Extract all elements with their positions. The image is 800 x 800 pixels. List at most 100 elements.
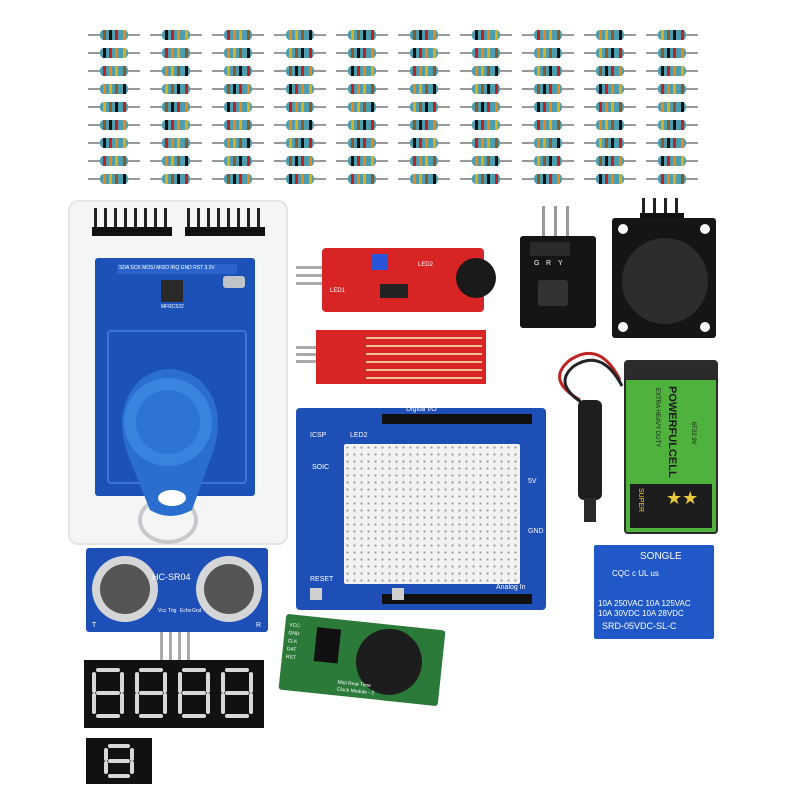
resistor xyxy=(336,154,388,168)
resistor xyxy=(460,64,512,78)
resistor xyxy=(274,172,326,186)
header-pin xyxy=(104,208,107,228)
relay-songle: SONGLE CQC c UL us 10A 250VAC 10A 125VAC… xyxy=(594,545,714,639)
resistor xyxy=(88,46,140,60)
header-pin xyxy=(114,208,117,228)
battery-sub: EXTRA HEAVY DUTY xyxy=(654,388,660,448)
dc-barrel-cable xyxy=(558,351,624,522)
ir-sensor-dome xyxy=(538,280,568,306)
rfid-keyfob xyxy=(122,369,218,544)
header-pin xyxy=(124,208,127,228)
resistor xyxy=(336,172,388,186)
resistor xyxy=(336,82,388,96)
rtc-pin-clk: CLK xyxy=(287,638,298,646)
header-pin xyxy=(187,208,190,228)
resistor xyxy=(584,172,636,186)
resistor xyxy=(522,64,574,78)
relay-rating-2: 10A 30VDC 10A 28VDC xyxy=(598,609,684,618)
relay-model: SRD-05VDC-SL-C xyxy=(602,621,677,631)
header-pin xyxy=(154,208,157,228)
resistor xyxy=(212,154,264,168)
resistor xyxy=(460,28,512,42)
rfid-top-labels: SDA SCK MOSI MISO IRQ GND RST 3.3V xyxy=(117,264,237,274)
joystick-pins xyxy=(640,198,684,222)
resistor xyxy=(646,46,698,60)
battery-brand: POWERFULCELL xyxy=(666,386,678,478)
ir-pin-label-r: R xyxy=(546,260,552,267)
resistor xyxy=(522,28,574,42)
resistor xyxy=(274,82,326,96)
shield-digital-label: Digital I/O xyxy=(406,406,437,413)
resistor xyxy=(88,64,140,78)
resistor xyxy=(584,64,636,78)
resistor xyxy=(88,82,140,96)
battery-model: 6F22 9V xyxy=(690,422,696,445)
comparator-chip xyxy=(380,284,408,298)
resistor xyxy=(150,172,202,186)
resistor xyxy=(274,64,326,78)
resistor xyxy=(150,154,202,168)
header-pin xyxy=(217,208,220,228)
resistor xyxy=(398,64,450,78)
ultrasonic-side-t: T xyxy=(92,622,97,629)
resistor xyxy=(584,154,636,168)
header-pin xyxy=(664,198,667,218)
header-pin-base xyxy=(185,227,265,236)
resistor xyxy=(460,82,512,96)
header-pin xyxy=(207,208,210,228)
joystick-knob xyxy=(622,238,708,324)
seven-segment-digit xyxy=(178,668,210,718)
ultrasonic-pins xyxy=(156,632,192,660)
shield-5v-label: 5V xyxy=(528,478,537,485)
resistor xyxy=(150,82,202,96)
resistor xyxy=(88,118,140,132)
ultrasonic-transmitter xyxy=(92,556,158,622)
header-pin-base xyxy=(640,213,684,222)
four-digit-display xyxy=(84,660,264,728)
resistor xyxy=(584,118,636,132)
resistor-strips xyxy=(88,22,708,197)
resistor xyxy=(336,100,388,114)
resistor xyxy=(646,100,698,114)
resistor xyxy=(212,172,264,186)
resistor xyxy=(646,172,698,186)
resistor xyxy=(646,118,698,132)
resistor xyxy=(646,28,698,42)
resistor xyxy=(584,28,636,42)
resistor xyxy=(336,136,388,150)
resistor xyxy=(150,100,202,114)
shield-gnd-label: GND xyxy=(528,528,544,535)
relay-marks: CQC c UL us xyxy=(612,569,659,578)
resistor xyxy=(212,100,264,114)
shield-soic-label: SOIC xyxy=(312,464,330,471)
battery-star-icon: ★★ xyxy=(666,488,699,508)
battery-grade: SUPER xyxy=(637,488,644,513)
rfid-crystal xyxy=(223,276,245,288)
resistor xyxy=(398,100,450,114)
single-digit-display xyxy=(86,738,152,784)
resistor xyxy=(398,118,450,132)
resistor xyxy=(398,82,450,96)
resistor xyxy=(88,100,140,114)
header-pin xyxy=(642,198,645,218)
ultrasonic-pin-trig: Trig xyxy=(168,608,177,614)
shield-button-2 xyxy=(392,588,404,600)
resistor xyxy=(646,136,698,150)
ir-pin-label-y: Y xyxy=(558,260,563,267)
header-pin xyxy=(257,208,260,228)
header-pin xyxy=(197,208,200,228)
joystick-module xyxy=(612,218,716,338)
header-pin xyxy=(164,208,167,228)
resistor xyxy=(646,154,698,168)
resistor xyxy=(150,64,202,78)
resistor xyxy=(274,136,326,150)
seven-segment-digit xyxy=(135,668,167,718)
rtc-module: VCC GND CLK DAT RST Mini Real-Time Clock… xyxy=(278,613,446,707)
rtc-pin-gnd: GND xyxy=(288,630,300,638)
microphone-capsule xyxy=(456,258,496,298)
rtc-pin-dat: DAT xyxy=(286,646,297,654)
sound-sensor-pins xyxy=(296,262,324,290)
resistor xyxy=(336,46,388,60)
resistor xyxy=(274,28,326,42)
resistor xyxy=(274,46,326,60)
